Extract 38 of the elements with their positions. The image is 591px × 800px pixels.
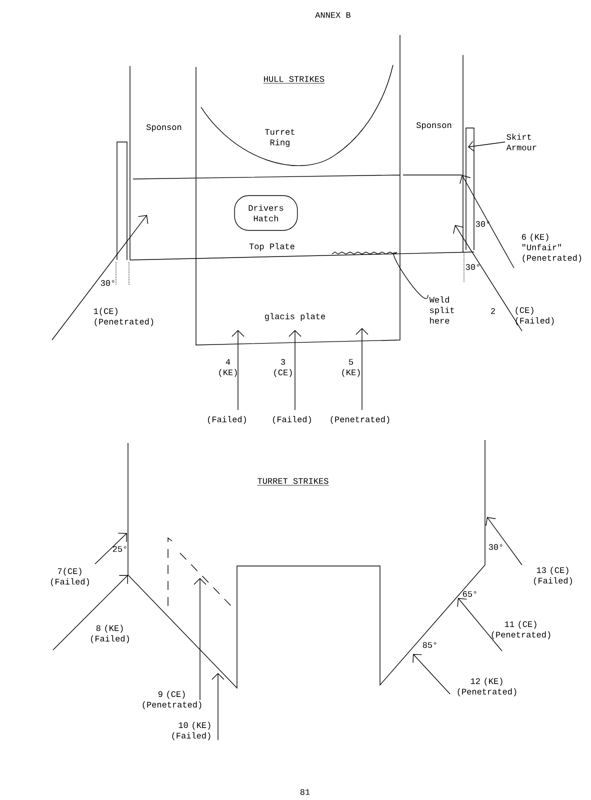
part-label: glacis plate (265, 313, 326, 321)
hatch-outline: Drivers Hatch (234, 195, 298, 231)
part-label: Sponson (146, 124, 182, 132)
strike-label: 11 (CE) (Penetrated) (492, 620, 550, 640)
strike-label: (CE) (Failed) (516, 306, 554, 326)
angle-label: 30° (476, 221, 490, 227)
leader-line (393, 252, 428, 299)
strike-result: (Failed) (208, 416, 246, 424)
angle-label: 85° (422, 642, 436, 648)
strike-label: 3 (CE) (274, 359, 292, 377)
section-heading: TURRET STRIKES (257, 478, 329, 486)
angle-label: 65° (462, 591, 476, 597)
leader-line (468, 140, 506, 152)
angle-label: 30° (466, 264, 480, 270)
angle-label: 30° (100, 280, 114, 286)
strike-label: 6 (KE) "Unfair" (Penetrated) (522, 234, 582, 262)
part-label: Weld split here (429, 296, 454, 324)
part-label: Skirt Armour (506, 134, 536, 150)
strike-label: 10 (KE) (Failed) (172, 722, 210, 740)
strike-label: 1(CE) (Penetrated) (94, 308, 154, 326)
strike-result: (Penetrated) (330, 416, 390, 424)
strike-label: 2 (491, 308, 495, 314)
strike-label: 8 (KE) (Failed) (91, 624, 129, 644)
section-heading: HULL STRIKES (263, 76, 325, 84)
strike-label: 5 (KE) (342, 359, 360, 377)
strike-label: 7(CE) (Failed) (51, 568, 89, 586)
part-label: Top Plate (249, 243, 294, 251)
angle-label: 25° (112, 546, 126, 552)
part-label: Turret Ring (265, 129, 294, 147)
strike-label: 13 (CE) (Failed) (534, 566, 572, 586)
angle-label: 30° (488, 544, 502, 550)
strike-label: 12 (KE) (Penetrated) (458, 678, 516, 696)
part-label: Sponson (416, 122, 452, 130)
strike-label: 9 (CE) (Penetrated) (142, 690, 202, 710)
page-heading: ANNEX B (315, 12, 351, 18)
strike-result: (Failed) (273, 416, 311, 424)
page-number: 81 (300, 789, 310, 795)
strike-label: 4 (KE) (219, 359, 237, 377)
